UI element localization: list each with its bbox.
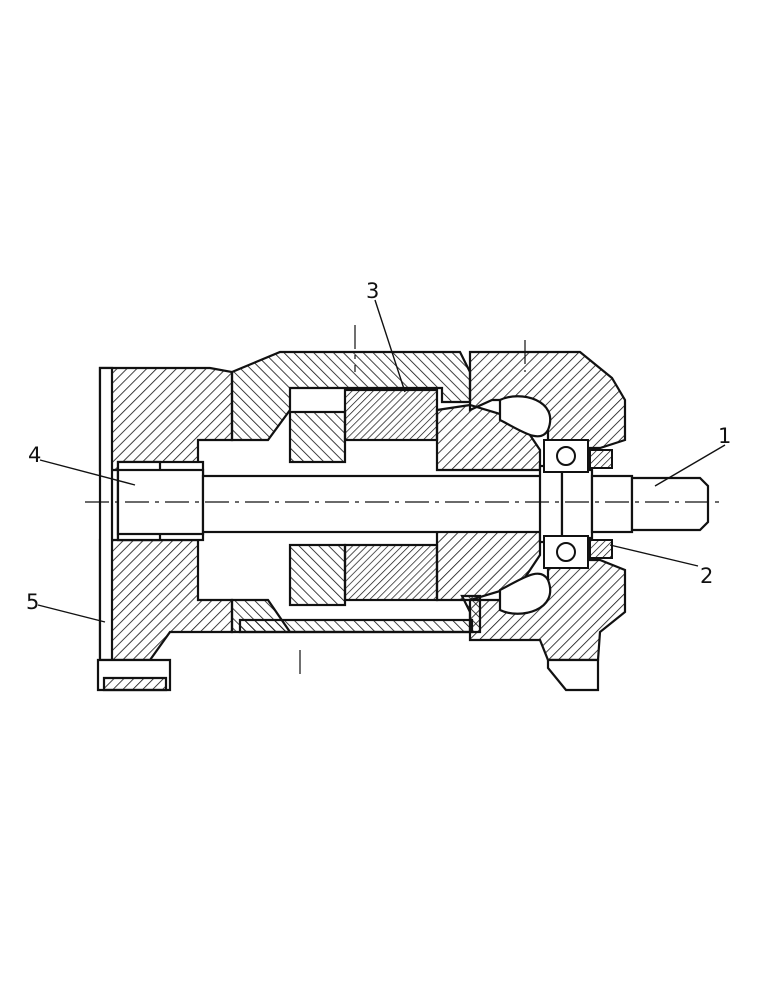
callout-4: 4	[28, 443, 41, 467]
shaft-output-end	[590, 474, 634, 534]
callout-labels: 1 2 3 4 5	[26, 279, 731, 614]
drive-shaft	[116, 464, 710, 544]
ball-bearing	[543, 439, 589, 569]
callout-2: 2	[700, 564, 713, 588]
leader-1	[654, 444, 726, 487]
left-end-cover-lower	[98, 538, 234, 662]
shaft-collar	[538, 464, 564, 544]
callout-3: 3	[366, 279, 379, 303]
side-plate-left-bottom	[288, 543, 347, 607]
callout-5: 5	[26, 590, 39, 614]
cam-ring-top	[343, 388, 439, 442]
leader-2	[609, 544, 699, 567]
left-face-plate	[98, 366, 114, 662]
cam-ring-bottom	[343, 543, 439, 602]
center-lines	[85, 325, 720, 680]
shaft-collar-2	[560, 468, 594, 540]
shaft-output-key	[630, 476, 710, 532]
shaft-seal	[589, 449, 613, 559]
right-foot	[546, 658, 600, 692]
middle-housing-top	[230, 350, 472, 442]
shaft-body	[201, 474, 545, 534]
leader-4	[39, 459, 136, 486]
leader-lines	[37, 299, 726, 623]
left-end-cover	[98, 366, 234, 472]
upper-port-cavity	[498, 395, 552, 438]
side-plate-left-top	[288, 410, 347, 464]
lower-port-cavity	[498, 572, 552, 615]
callout-1: 1	[718, 424, 731, 448]
leader-3	[374, 299, 406, 393]
leader-5	[37, 604, 106, 623]
